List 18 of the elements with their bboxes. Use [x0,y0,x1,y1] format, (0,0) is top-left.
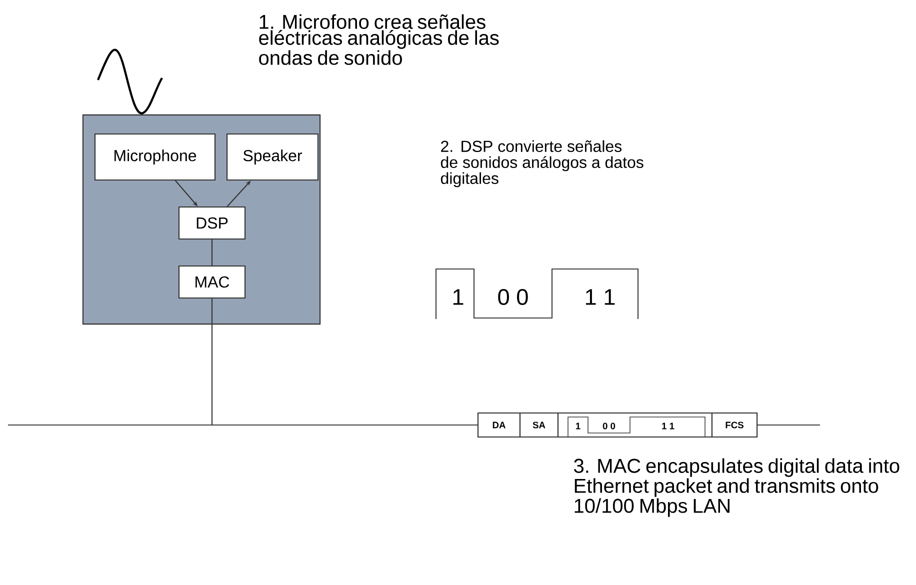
process-box: Microphone [94,133,216,181]
bit-value: 1 1 [662,422,674,430]
process-box: MAC [178,265,246,299]
packet-field: SA [519,412,559,438]
connector [211,240,213,266]
step-note: 3. MAC encapsulates digital data into Ethernet packet and transmits onto 10/100 Mbps LAN [574,458,900,517]
bit-value: 1 [453,289,464,305]
packet-field: DA [477,412,521,438]
packet-field: FCS [711,412,758,438]
process-box: Speaker [226,133,318,181]
step-note: 2. DSP convierte señales de sonidos análogos a datos digitales [440,140,644,188]
process-box: DSP [178,206,246,240]
bit-value: 0 0 [602,422,616,430]
connector [211,298,213,425]
bit-value: 0 0 [498,288,528,306]
step-note: 1. Microfono crea señales eléctricas analógicas de las ondas de sonido [259,14,499,65]
bit-value: 1 [576,422,580,430]
bit-value: 1 1 [586,289,615,305]
